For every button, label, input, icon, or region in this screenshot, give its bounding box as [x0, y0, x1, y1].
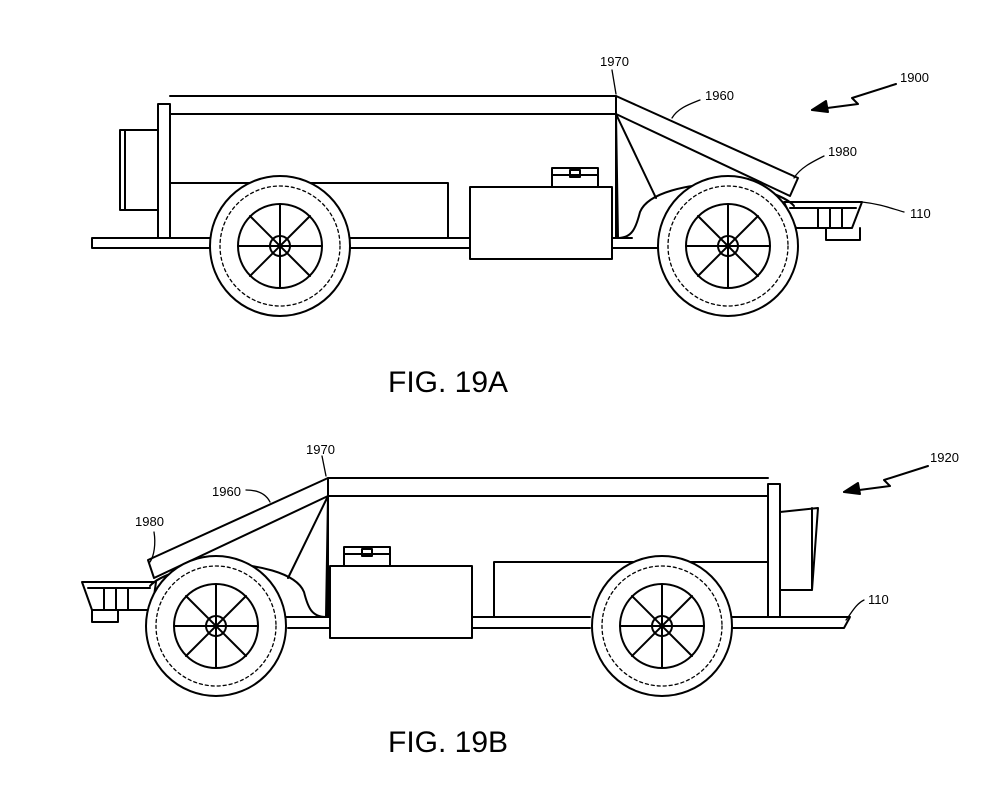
leader-1980-b [149, 531, 156, 563]
leader-110-b [845, 599, 865, 621]
leader-1960 [671, 99, 701, 119]
leader-1960-b [245, 489, 271, 503]
toolbox [551, 167, 599, 188]
label-1980-a: 1980 [828, 144, 857, 159]
vehicle-fig-19a: 1970 1960 1900 1980 110 FIG. 19A [91, 54, 931, 399]
toolbox-b [343, 546, 391, 567]
label-1980-b: 1980 [135, 514, 164, 529]
front-wheel [657, 175, 799, 317]
caption-fig-19b: FIG. 19B [388, 726, 508, 759]
label-1920: 1920 [930, 450, 959, 465]
leader-1970-b [321, 455, 327, 477]
leader-1980 [793, 155, 825, 179]
leader-110 [861, 201, 905, 213]
front-grill-b [81, 581, 157, 623]
label-110-b: 110 [868, 592, 889, 607]
arrowhead-1920 [843, 482, 861, 495]
vehicle-fig-19b: 1970 1960 1980 1920 110 FIG. 19B [81, 442, 959, 759]
label-1960-b: 1960 [212, 484, 241, 499]
rear-wheel-b [591, 555, 733, 697]
tank-box-b [329, 565, 473, 639]
front-grill [783, 201, 863, 241]
label-1970-a: 1970 [600, 54, 629, 69]
rear-block [119, 103, 171, 239]
label-1960-a: 1960 [705, 88, 734, 103]
chassis-bed-b [285, 616, 851, 629]
arrow-1900 [811, 83, 897, 111]
rear-wheel [209, 175, 351, 317]
caption-fig-19a: FIG. 19A [388, 366, 508, 399]
leader-1970 [611, 69, 617, 95]
arrowhead-1900 [811, 100, 829, 113]
tank-box [469, 186, 613, 260]
rear-block-b [767, 483, 819, 618]
label-1900: 1900 [900, 70, 929, 85]
label-110-a: 110 [910, 206, 931, 221]
label-1970-b: 1970 [306, 442, 335, 457]
ramp-1960-b [147, 477, 329, 618]
ramp-1960 [615, 95, 799, 239]
arrow-1920 [843, 465, 929, 493]
front-wheel-b [145, 555, 287, 697]
